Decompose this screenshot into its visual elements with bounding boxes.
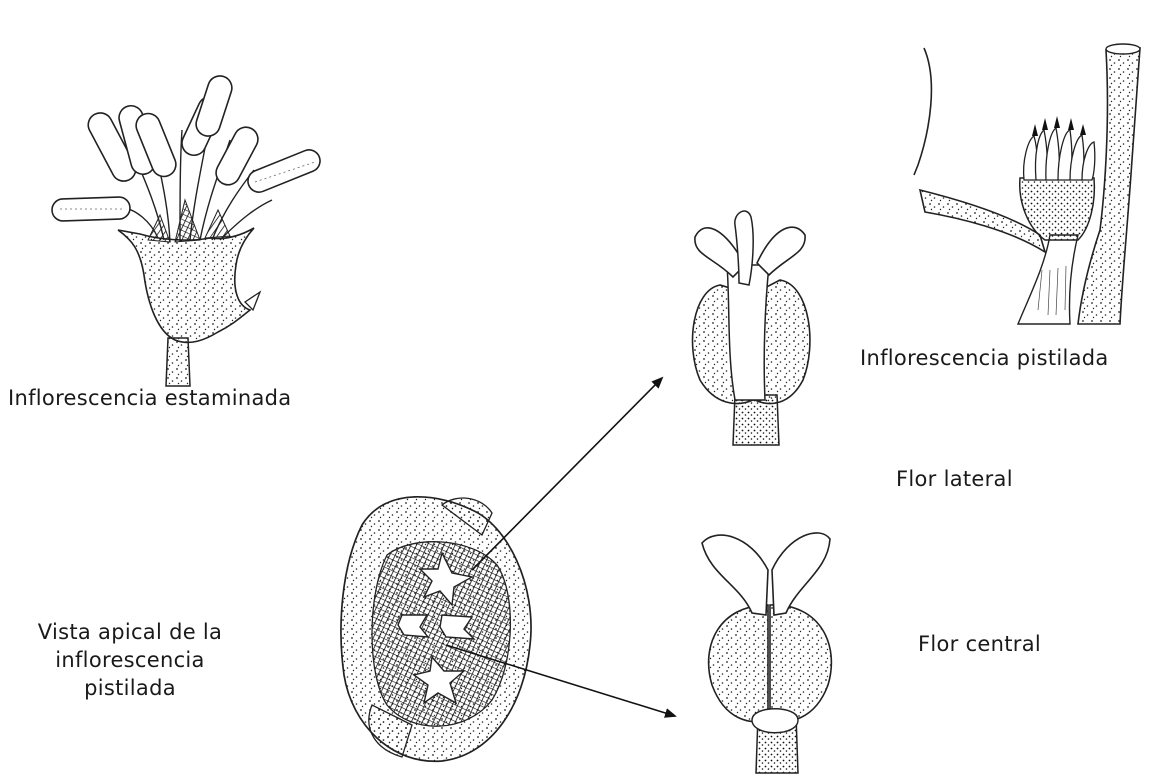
apical-view-label: Vista apical de la inflorescencia pistil… (10, 618, 250, 702)
apical-view-label-line-1: Vista apical de la (10, 618, 250, 646)
apical-view-label-line-3: pistilada (10, 674, 250, 702)
lateral-flower-illustration (675, 195, 825, 450)
lateral-flower-label: Flor lateral (896, 465, 1013, 493)
staminate-inflorescence-label: Inflorescencia estaminada (8, 384, 291, 412)
pistillate-inflorescence-illustration (910, 40, 1165, 325)
apical-view-illustration (332, 465, 542, 775)
central-flower-illustration (680, 525, 855, 775)
central-flower-label: Flor central (918, 630, 1041, 658)
staminate-inflorescence-illustration (40, 70, 340, 390)
apical-view-label-line-2: inflorescencia (10, 646, 250, 674)
pistillate-inflorescence-label: Inflorescencia pistilada (860, 344, 1109, 372)
